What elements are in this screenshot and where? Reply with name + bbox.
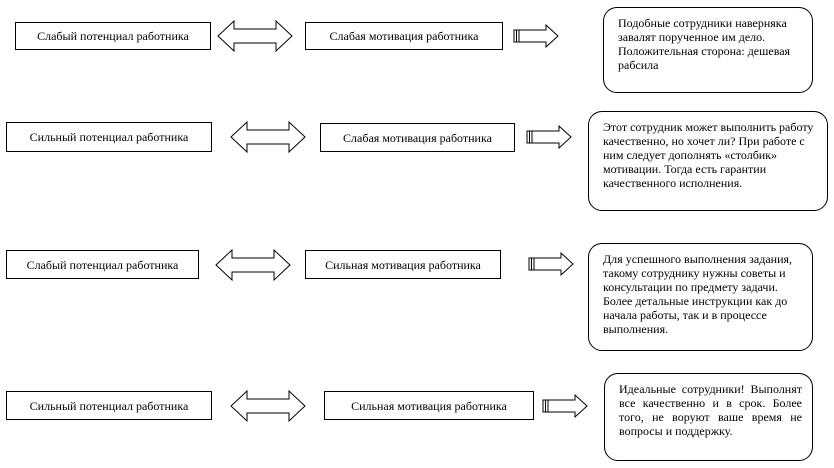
result-arrow-1 [513,23,559,49]
result-box-2: Этот сотрудник может выполнить работу ка… [588,111,828,211]
motivation-label-2: Слабая мотивация работника [343,130,492,145]
potential-box-3: Слабый потенциал работника [6,250,199,279]
double-arrow-4 [230,389,306,423]
result-arrow-4 [542,393,588,419]
result-arrow-3 [528,251,574,277]
result-text-3: Для успешного выполнения задания, такому… [603,252,793,336]
result-box-3: Для успешного выполнения задания, такому… [588,243,813,351]
potential-box-2: Сильный потенциал работника [6,122,212,152]
motivation-label-1: Слабая мотивация работника [329,29,479,43]
potential-box-4: Сильный потенциал работника [6,391,212,420]
motivation-box-3: Сильная мотивация работника [305,250,501,279]
potential-label-4: Сильный потенциал работника [29,398,189,413]
motivation-box-2: Слабая мотивация работника [320,123,515,152]
potential-label-3: Слабый потенциал работника [26,257,179,272]
motivation-box-4: Сильная мотивация работника [324,391,534,420]
motivation-box-1: Слабая мотивация работника [305,22,503,50]
potential-label-1: Слабый потенциал работника [37,29,189,43]
result-box-4: Идеальные сотрудники! Выполнят все качес… [604,373,813,461]
double-arrow-3 [215,248,291,282]
potential-box-1: Слабый потенциал работника [15,22,211,50]
motivation-label-4: Сильная мотивация работника [351,398,507,413]
motivation-label-3: Сильная мотивация работника [325,257,481,272]
result-arrow-2 [526,124,572,150]
result-text-4: Идеальные сотрудники! Выполнят все качес… [619,382,802,438]
result-box-1: Подобные сотрудники наверняка завалят по… [603,7,813,93]
result-text-2: Этот сотрудник может выполнить работу ка… [603,120,814,190]
double-arrow-2 [230,120,306,154]
result-text-1: Подобные сотрудники наверняка завалят по… [618,16,791,72]
double-arrow-1 [217,19,293,53]
potential-label-2: Сильный потенциал работника [29,130,189,144]
